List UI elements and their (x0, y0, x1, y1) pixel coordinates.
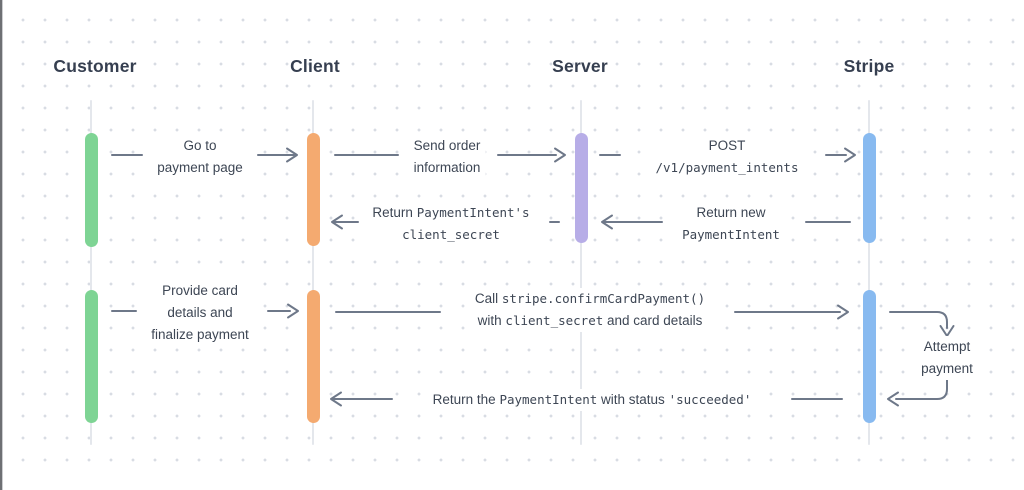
activation-bar-client-1 (307, 133, 320, 246)
arrow-provide-card-details (111, 303, 299, 319)
lifeline-client (312, 100, 314, 445)
arrow-go-to-payment-page (111, 147, 298, 163)
window-left-edge (0, 0, 3, 490)
arrow-post-payment-intents (599, 147, 856, 163)
arrow-return-succeeded (330, 391, 843, 407)
message-label-post-payment-intents: POST/v1/payment_intents (650, 135, 804, 179)
activation-bar-stripe-1 (863, 133, 876, 243)
message-label-return-succeeded: Return the PaymentIntent with status 'su… (427, 389, 757, 411)
arrow-return-client-secret (331, 214, 560, 230)
arrow-return-new-payment-intent (601, 214, 851, 230)
actor-header-stripe: Stripe (843, 56, 895, 76)
actor-header-server: Server (552, 56, 608, 76)
actor-header-customer: Customer (53, 56, 137, 76)
message-label-confirm-card-payment: Call stripe.confirmCardPayment()with cli… (469, 288, 711, 332)
lifeline-server (580, 100, 582, 445)
arrow-send-order-information (334, 147, 566, 163)
arrow-confirm-card-payment (335, 304, 849, 320)
activation-bar-server-1 (575, 133, 588, 243)
actor-header-client: Client (290, 56, 340, 76)
activation-bar-customer-1 (85, 133, 98, 247)
activation-bar-customer-2 (85, 290, 98, 423)
activation-bar-stripe-2 (863, 290, 876, 423)
lifeline-customer (90, 100, 92, 445)
lifeline-stripe (868, 100, 870, 445)
activation-bar-client-2 (307, 290, 320, 423)
